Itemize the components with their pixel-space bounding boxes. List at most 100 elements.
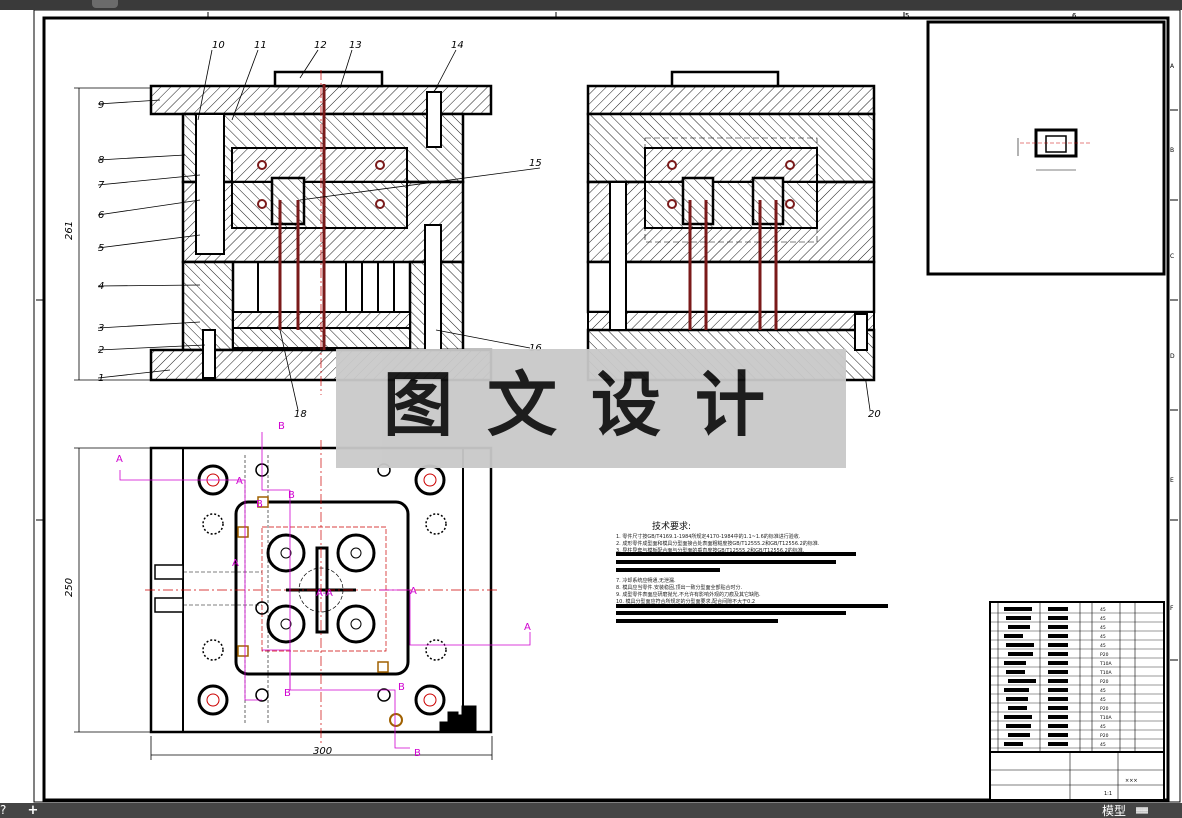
part-number: 9 [98,100,104,111]
bom-part-name [1004,634,1023,638]
bom-part-name [1004,715,1032,719]
layout-prev-button[interactable]: ? [0,803,7,817]
bom-rows: 4545454545P20T10AT10AP204545P20T10A45P20… [990,607,1164,749]
bom-part-name [1008,679,1036,683]
bom-part-code [1048,715,1068,719]
bom-material: T10A [1099,661,1112,667]
side-section-view [586,70,876,382]
bom-material: P20 [1100,652,1109,658]
bom-material: 45 [1100,724,1106,730]
tech-requirement-line: 9. 成型零件表面应研磨抛光,不允许有影响外观的刀痕及其它缺陷. [616,592,761,598]
section-label: B [414,748,421,759]
bom-material: T10A [1099,670,1112,676]
part-number: 8 [98,155,104,166]
bom-material: T10A [1099,715,1112,721]
part-number: 16 [529,343,542,354]
bom-material: 45 [1100,742,1106,748]
part-number: 3 [98,323,104,334]
bom-part-name [1004,607,1032,611]
product-detail-view [926,20,1166,276]
bom-part-name [1004,688,1029,692]
bom-material: 45 [1100,643,1106,649]
bom-part-name [1008,625,1030,629]
tech-requirement-line: 10. 模具分型面应符合所规定的分型面要求,配合间隙不大于0.2 [616,599,756,605]
tech-requirements-title: 技术要求: [652,522,692,532]
section-markers [119,432,531,749]
bom-part-code [1048,688,1068,692]
part-number: 10 [212,40,225,51]
bom-part-name [1006,643,1034,647]
status-bar [0,803,1182,818]
bom-part-code [1048,706,1068,710]
add-layout-button[interactable]: + [27,803,39,818]
bom-part-code [1048,652,1068,656]
part-number: 15 [529,158,542,169]
section-label: B [288,490,295,501]
part-number: 5 [98,243,104,254]
tech-requirement-line: 3. 导柱导套与模板配合面与分型面的垂直度按GB/T12555.2和GB/T12… [616,548,805,554]
bom-part-code [1048,616,1068,620]
bom-part-name [1008,706,1027,710]
window-title-bar [0,0,1182,10]
section-label: A [524,622,531,633]
grid-icon[interactable]: ▦▦ [1136,805,1149,816]
bom-part-code [1048,733,1068,737]
bom-part-name [1006,616,1031,620]
bom-material: 45 [1100,697,1106,703]
part-number-leaders [74,49,871,760]
bom-part-code [1048,679,1068,683]
tech-requirements-bars [616,552,888,623]
bom-material: 45 [1100,607,1106,613]
part-numbers: 10 11 12 13 14 15 16 9 8 7 6 5 4 3 2 1 1… [64,40,881,757]
part-number: 20 [868,409,881,420]
tech-requirement-line: 1. 零件尺寸按GB/T4169.1-1984所规定4170-1984中的1.1… [616,534,801,540]
drawing-tab[interactable] [92,0,118,8]
border-letter: D [1170,353,1175,360]
bom-part-code [1048,625,1068,629]
tech-requirement-line: 7. 冷却系统应畅通,无泄漏. [616,578,676,584]
border-letter: C [1170,253,1174,260]
bom-part-code [1048,742,1068,746]
section-label: B [398,682,405,693]
bom-part-code [1048,634,1068,638]
bom-part-code [1048,607,1068,611]
border-letter: E [1170,477,1174,484]
border-number: 5 [905,12,909,20]
bom-part-name [1008,733,1030,737]
part-number: 1 [98,373,104,384]
front-section-view [149,70,493,395]
bom-part-code [1048,670,1068,674]
bom-material: 45 [1100,634,1106,640]
tech-requirement-line: 2. 成形零件成型面和模具分型面接合处表面粗糙度按GB/T12555.2和GB/… [616,541,820,547]
section-label: B [284,688,291,699]
bom-material: P20 [1100,679,1109,685]
border-letter: F [1170,605,1174,612]
part-number: 14 [451,40,464,51]
bom-part-name [1004,661,1026,665]
part-number: 13 [349,40,362,51]
section-label: A [410,586,417,597]
bom-material: P20 [1100,733,1109,739]
bom-material: 45 [1100,688,1106,694]
section-label: B [256,499,263,510]
section-label: A-A [316,588,333,599]
tech-requirement-line: 8. 模具应当零件.安装稳固,顶出一致分型面全部贴合时分. [616,585,743,591]
bom-part-code [1048,643,1068,647]
bom-part-name [1006,670,1025,674]
bom-part-name [1008,652,1033,656]
bom-part-name [1006,724,1031,728]
part-number: 2 [98,345,104,356]
dimension-text: 261 [64,221,75,240]
border-letter: A [1170,63,1175,70]
bom-part-code [1048,697,1068,701]
part-number: 11 [254,40,267,51]
plan-view [145,440,500,745]
bom-material: 45 [1100,616,1106,622]
part-number: 18 [294,409,307,420]
model-tab[interactable]: 模型 [1102,804,1127,818]
section-label: A [236,476,243,487]
watermark-text: 图文设计 [383,363,799,446]
part-number: 4 [98,281,104,292]
watermark-banner: 图文设计 [336,349,846,468]
